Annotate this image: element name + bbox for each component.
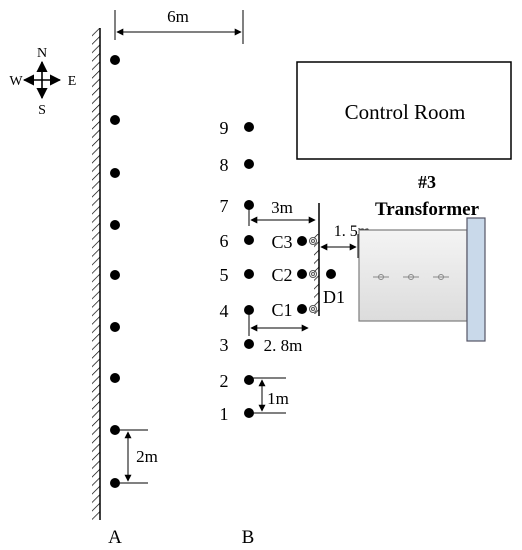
point-b-2 bbox=[244, 375, 254, 385]
ab-spacing-label: 6m bbox=[167, 7, 189, 26]
b-spacing-dimension: 1m bbox=[252, 377, 289, 414]
point-b-label-6: 6 bbox=[220, 231, 229, 251]
point-b-label-5: 5 bbox=[220, 265, 229, 285]
point-a bbox=[110, 373, 120, 383]
point-b-label-1: 1 bbox=[220, 404, 229, 424]
point-a bbox=[110, 270, 120, 280]
a-spacing-label: 2m bbox=[136, 447, 158, 466]
point-b-5 bbox=[244, 269, 254, 279]
point-d1 bbox=[326, 269, 336, 279]
point-b-9 bbox=[244, 122, 254, 132]
compass-east-label: E bbox=[68, 74, 77, 89]
point-b-label-4: 4 bbox=[220, 301, 229, 321]
b-spacing-label: 1m bbox=[267, 389, 289, 408]
to-c-2-8m-label: 2. 8m bbox=[264, 336, 303, 355]
c2-label: C2 bbox=[271, 265, 292, 285]
compass-west-label: W bbox=[9, 74, 23, 89]
to-c-2-8m-dimension: 2. 8m bbox=[248, 315, 309, 355]
wall-hatch bbox=[92, 28, 100, 520]
point-a bbox=[110, 115, 120, 125]
point-b-label-3: 3 bbox=[220, 335, 229, 355]
control-room-label: Control Room bbox=[345, 100, 466, 124]
c1-label: C1 bbox=[271, 300, 292, 320]
column-a-label: A bbox=[108, 527, 122, 548]
control-room-box bbox=[296, 61, 512, 160]
point-b-1 bbox=[244, 408, 254, 418]
point-b-label-9: 9 bbox=[220, 118, 229, 138]
transformer-number: #3 bbox=[418, 172, 436, 192]
point-c1 bbox=[297, 304, 307, 314]
c3-label: C3 bbox=[271, 232, 292, 252]
compass-north-label: N bbox=[37, 46, 47, 61]
c-points: C3 C2 C1 bbox=[271, 232, 307, 320]
transformer-end-plate bbox=[466, 217, 486, 342]
column-b-label: B bbox=[242, 527, 255, 548]
point-a bbox=[110, 168, 120, 178]
compass-south-label: S bbox=[38, 103, 46, 118]
point-b-4 bbox=[244, 305, 254, 315]
point-b-3 bbox=[244, 339, 254, 349]
column-b-labels: 1 2 3 4 5 6 7 8 9 bbox=[220, 118, 229, 424]
point-a bbox=[110, 220, 120, 230]
transformer-bushings bbox=[373, 274, 449, 280]
ab-spacing-dimension: 6m bbox=[114, 7, 244, 44]
point-a bbox=[110, 55, 120, 65]
a-spacing-dimension: 2m bbox=[118, 429, 158, 484]
point-c3 bbox=[297, 236, 307, 246]
compass: N S W E bbox=[9, 46, 76, 118]
transformer bbox=[358, 217, 486, 342]
point-a bbox=[110, 478, 120, 488]
point-b-label-2: 2 bbox=[220, 371, 229, 391]
point-b-8 bbox=[244, 159, 254, 169]
point-a bbox=[110, 425, 120, 435]
d1-label: D1 bbox=[323, 287, 345, 307]
point-b-label-8: 8 bbox=[220, 155, 229, 175]
point-a bbox=[110, 322, 120, 332]
column-a-points bbox=[110, 55, 120, 488]
to-c-3m-label: 3m bbox=[271, 198, 293, 217]
wall bbox=[92, 28, 101, 520]
to-c-3m-dimension: 3m bbox=[248, 198, 316, 226]
point-b-6 bbox=[244, 235, 254, 245]
transformer-label: Transformer bbox=[375, 199, 480, 220]
point-c2 bbox=[297, 269, 307, 279]
control-room: Control Room bbox=[296, 61, 512, 160]
barrier-fixtures bbox=[309, 237, 317, 313]
point-d1-group: D1 bbox=[323, 269, 345, 307]
column-b-points bbox=[244, 122, 254, 418]
point-b-label-7: 7 bbox=[220, 196, 229, 216]
